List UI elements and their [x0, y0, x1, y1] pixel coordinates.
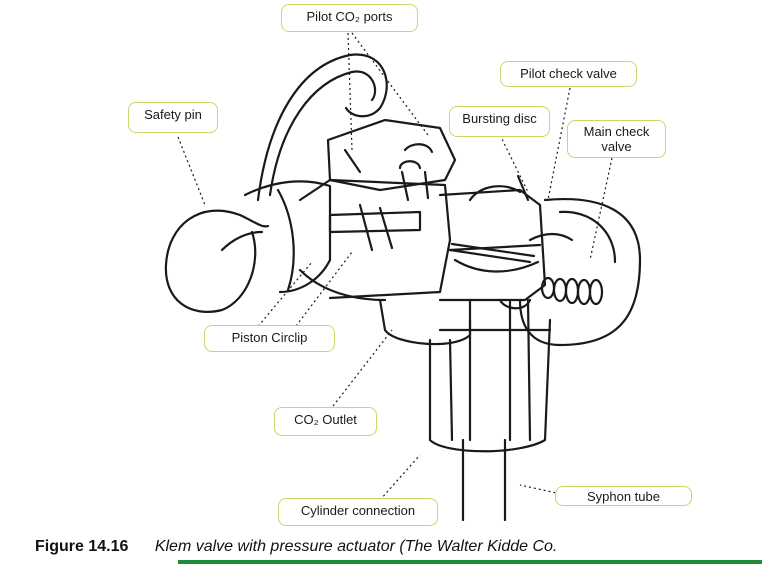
cylinder-connection-thread [428, 318, 552, 453]
actuator-body-main [298, 178, 452, 300]
leader-cylinder-connection [379, 454, 421, 501]
leader-bursting-disc [499, 134, 529, 193]
piston-rod [328, 210, 422, 234]
leader-main-check [589, 157, 613, 261]
pilot-port-cap [326, 118, 457, 192]
figure-caption: Figure 14.16 Klem valve with pressure ac… [35, 538, 557, 556]
safety-pin-shank [238, 213, 270, 228]
leader-pilot-check [547, 87, 571, 201]
label-co2-outlet: CO₂ Outlet [274, 407, 377, 436]
label-safety-pin: Safety pin [128, 102, 218, 133]
actuator-hook [256, 53, 388, 202]
label-pilot-co2-ports: Pilot CO₂ ports [281, 4, 418, 32]
leader-syphon-tube [519, 484, 571, 497]
caption-underline [178, 560, 762, 564]
safety-pin-ring [164, 209, 257, 313]
leader-safety-pin [177, 136, 206, 206]
check-valve-housing [518, 198, 642, 347]
check-valve-spring [540, 276, 604, 306]
label-syphon-tube: Syphon tube [555, 486, 692, 506]
figure-caption-text: Klem valve with pressure actuator (The W… [154, 538, 558, 555]
co2-outlet-body [378, 298, 472, 346]
label-main-check-valve: Main check valve [567, 120, 666, 158]
label-pilot-check-valve: Pilot check valve [500, 61, 637, 87]
leader-piston [254, 261, 313, 331]
leader-circlip [292, 251, 353, 331]
leader-pilot-ports-b [351, 32, 429, 136]
actuator-body-left [243, 180, 332, 294]
label-bursting-disc: Bursting disc [449, 106, 550, 137]
leader-co2-outlet [329, 329, 393, 411]
label-cylinder-connection: Cylinder connection [278, 498, 438, 526]
figure-number: Figure 14.16 [35, 538, 129, 555]
label-piston-circlip: Piston Circlip [204, 325, 335, 352]
